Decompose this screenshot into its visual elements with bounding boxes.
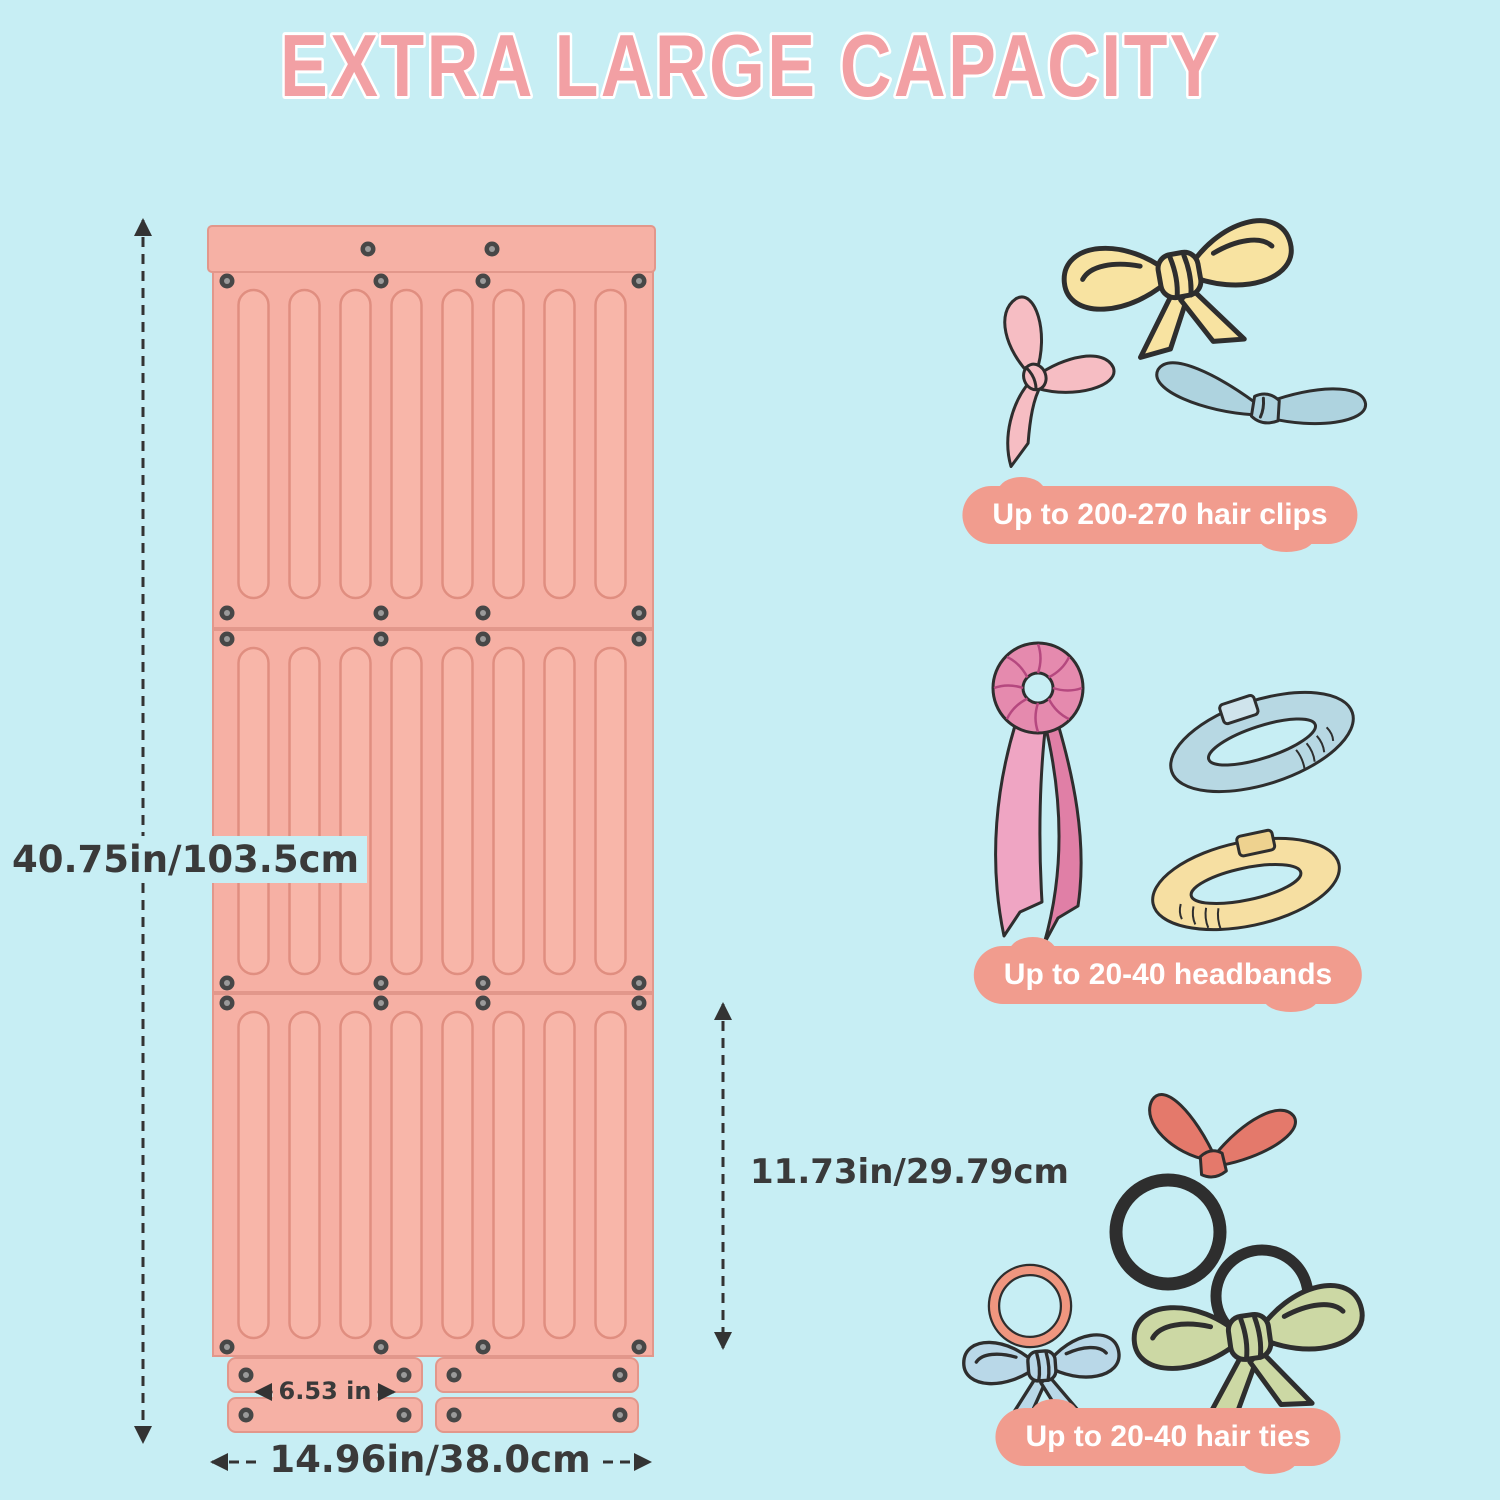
yellow-bow-icon — [1059, 215, 1305, 368]
coral-bow-icon — [1148, 1093, 1297, 1179]
peach-hair-tie-icon — [987, 1263, 1073, 1349]
page-title: EXTRA LARGE CAPACITY — [280, 16, 1220, 115]
scrunchie-icon — [991, 641, 1085, 735]
capacity-badge-hair-clips: Up to 200-270 hair clips — [962, 477, 1358, 552]
yellow-headband-icon — [1151, 828, 1341, 932]
panel-3-slots — [237, 1010, 627, 1340]
total-height-label: 40.75in/103.5cm — [4, 836, 368, 883]
blue-bow-icon — [1155, 361, 1368, 426]
panel-1 — [212, 271, 654, 629]
headbands-illustration — [991, 641, 1355, 946]
pink-bow-icon — [1003, 295, 1116, 469]
panel-3 — [212, 993, 654, 1357]
strip-width-label: 6.53 in — [272, 1377, 378, 1405]
width-label: 14.96in/38.0cm — [261, 1436, 599, 1483]
panel-1-slots — [237, 288, 627, 600]
capacity-badge-hair-ties: Up to 20-40 hair ties — [995, 1399, 1341, 1474]
hair-ties-illustration — [960, 1093, 1373, 1426]
organizer-graphic — [207, 225, 656, 1433]
panel-2-slots — [237, 646, 627, 976]
panel-height-label: 11.73in/29.79cm — [750, 1152, 1069, 1192]
green-bow-icon — [1130, 1281, 1373, 1426]
black-hair-tie-icon — [1109, 1173, 1227, 1291]
panel-2 — [212, 629, 654, 993]
scrunchie-ribbon-tails — [994, 714, 1083, 946]
capacity-badge-headbands: Up to 20-40 headbands — [973, 937, 1363, 1012]
blue-headband-icon — [1169, 690, 1355, 794]
hanging-strip — [207, 225, 656, 273]
hair-clips-illustration — [1003, 215, 1368, 469]
